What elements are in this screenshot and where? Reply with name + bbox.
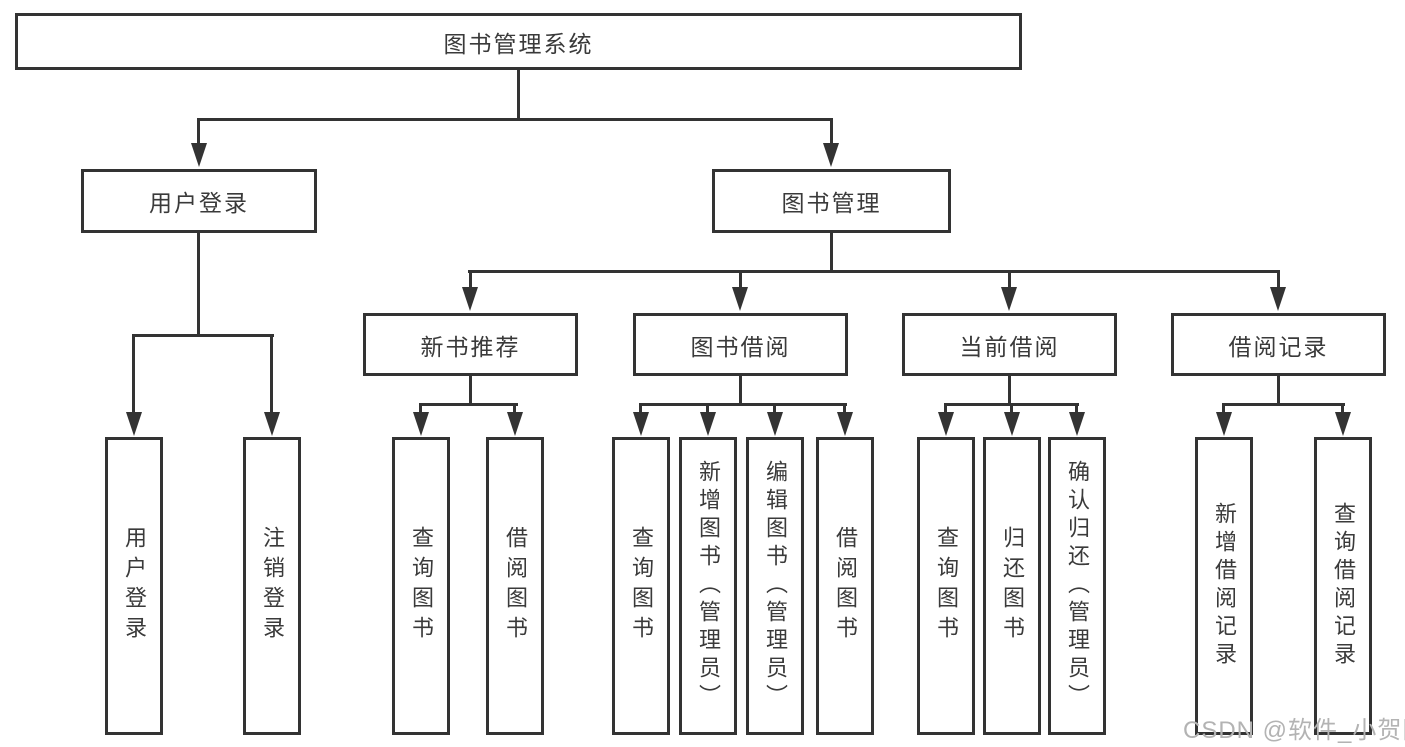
arrow-down-icon [1001, 287, 1017, 311]
leaf-label: 新增借阅记录 [1212, 502, 1237, 670]
arrow-down-icon [823, 143, 839, 167]
connector-line [419, 403, 518, 406]
node-label: 新书推荐 [420, 333, 521, 360]
leaf-label: 借阅图书 [503, 526, 528, 646]
arrow-down-icon [767, 412, 783, 436]
node-label: 图书借阅 [690, 333, 791, 360]
connector-line [132, 334, 135, 412]
arrow-down-icon [413, 412, 429, 436]
leaf-user-login: 用户登录 [105, 437, 163, 735]
csdn-watermark: CSDN @软件_小贺同学 [1183, 717, 1405, 744]
connector-line [1008, 376, 1011, 406]
arrow-down-icon [1004, 412, 1020, 436]
arrow-down-icon [126, 412, 142, 436]
connector-line [843, 403, 846, 414]
connector-line [739, 270, 742, 288]
arrow-down-icon [938, 412, 954, 436]
leaf-logout: 注销登录 [243, 437, 301, 735]
arrow-down-icon [264, 412, 280, 436]
arrow-down-icon [732, 287, 748, 311]
node-label: 借阅记录 [1228, 333, 1329, 360]
arrow-down-icon [1216, 412, 1232, 436]
node-current-borrowing: 当前借阅 [902, 313, 1117, 376]
connector-line [1277, 376, 1280, 406]
connector-line [1222, 403, 1225, 414]
leaf-borrow-books-recommend: 借阅图书 [486, 437, 544, 735]
connector-line [197, 118, 833, 121]
leaf-label: 归还图书 [1000, 526, 1025, 646]
arrow-down-icon [700, 412, 716, 436]
connector-line [706, 403, 709, 414]
connector-line [197, 118, 200, 145]
arrow-down-icon [1069, 412, 1085, 436]
connector-line [469, 270, 472, 288]
connector-line [513, 403, 516, 414]
leaf-label: 查询借阅记录 [1331, 502, 1356, 670]
connector-line [639, 403, 847, 406]
connector-line [1222, 403, 1345, 406]
connector-line [517, 70, 520, 121]
connector-line [1010, 403, 1013, 414]
node-new-book-recommend: 新书推荐 [363, 313, 578, 376]
arrow-down-icon [1335, 412, 1351, 436]
connector-line [773, 403, 776, 414]
leaf-confirm-return-admin: 确认归还（管理员） [1048, 437, 1106, 735]
arrow-down-icon [462, 287, 478, 311]
connector-line [468, 270, 1280, 273]
leaf-query-borrow-record: 查询借阅记录 [1314, 437, 1372, 735]
leaf-label: 查询图书 [934, 526, 959, 646]
leaf-borrow-books-borrowing: 借阅图书 [816, 437, 874, 735]
leaf-add-books-admin: 新增图书（管理员） [679, 437, 737, 735]
leaf-label: 用户登录 [122, 526, 147, 646]
connector-line [1008, 270, 1011, 288]
connector-line [639, 403, 642, 414]
node-root-library-system: 图书管理系统 [15, 13, 1022, 70]
connector-line [1341, 403, 1344, 414]
leaf-label: 借阅图书 [833, 526, 858, 646]
node-label: 用户登录 [149, 190, 249, 216]
connector-line [419, 403, 422, 414]
arrow-down-icon [633, 412, 649, 436]
leaf-label: 编辑图书（管理员） [763, 460, 788, 712]
leaf-label: 新增图书（管理员） [696, 460, 721, 712]
arrow-down-icon [1270, 287, 1286, 311]
leaf-edit-books-admin: 编辑图书（管理员） [746, 437, 804, 735]
node-label: 图书管理 [781, 190, 882, 216]
leaf-label: 确认归还（管理员） [1065, 460, 1090, 712]
leaf-return-books: 归还图书 [983, 437, 1041, 735]
node-label: 图书管理系统 [443, 30, 594, 57]
leaf-query-books-recommend: 查询图书 [392, 437, 450, 735]
node-borrowing-records: 借阅记录 [1171, 313, 1386, 376]
leaf-label: 查询图书 [629, 526, 654, 646]
node-user-login: 用户登录 [81, 169, 317, 233]
node-label: 当前借阅 [959, 333, 1060, 360]
node-book-management: 图书管理 [712, 169, 951, 233]
connector-line [1075, 403, 1078, 414]
arrow-down-icon [507, 412, 523, 436]
leaf-query-books-current: 查询图书 [917, 437, 975, 735]
leaf-label: 注销登录 [260, 526, 285, 646]
connector-line [830, 118, 833, 145]
leaf-label: 查询图书 [409, 526, 434, 646]
connector-line [739, 376, 742, 406]
connector-line [944, 403, 947, 414]
arrow-down-icon [837, 412, 853, 436]
connector-line [270, 334, 273, 412]
arrow-down-icon [191, 143, 207, 167]
connector-line [1277, 270, 1280, 288]
connector-line [830, 233, 833, 273]
leaf-add-borrow-record: 新增借阅记录 [1195, 437, 1253, 735]
connector-line [469, 376, 472, 406]
leaf-query-books-borrowing: 查询图书 [612, 437, 670, 735]
node-book-borrowing: 图书借阅 [633, 313, 848, 376]
connector-line [197, 233, 200, 337]
connector-line [132, 334, 274, 337]
